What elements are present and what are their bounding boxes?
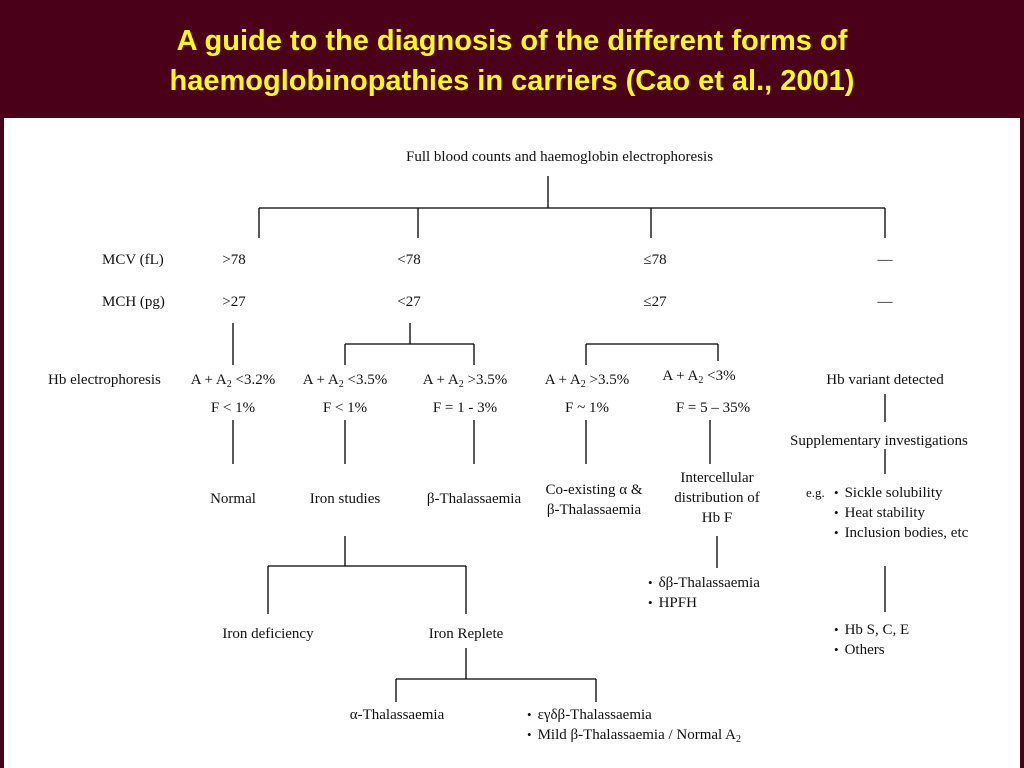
mch-value: >27 bbox=[222, 294, 246, 310]
hb-result-3: A + A2 >3.5% bbox=[412, 370, 518, 390]
alpha-thalassaemia: α-Thalassaemia bbox=[349, 707, 445, 723]
list-item-text: δβ-Thalassaemia bbox=[658, 575, 760, 591]
outcome-coexisting-line1: Co-existing α & bbox=[545, 482, 643, 498]
list-item-text: Heat stability bbox=[844, 505, 925, 521]
list-item-text: Sickle solubility bbox=[844, 485, 943, 501]
bullet-icon: • bbox=[648, 575, 653, 590]
hb-result-text: <3.2% bbox=[231, 372, 276, 388]
list-item-text: Mild β-Thalassaemia / Normal A bbox=[537, 727, 736, 743]
eg-label: e.g. bbox=[806, 485, 825, 500]
outcome-iron-studies: Iron studies bbox=[309, 491, 381, 507]
mch-value: ≤27 bbox=[643, 294, 667, 310]
list-item-text: Inclusion bodies, etc bbox=[844, 525, 969, 541]
list-item-text: Others bbox=[844, 642, 885, 658]
title-bar: A guide to the diagnosis of the differen… bbox=[0, 0, 1024, 118]
hb-result-text: A + A bbox=[190, 372, 227, 388]
hb-f-1: F < 1% bbox=[210, 400, 256, 416]
bullet-icon: • bbox=[834, 642, 839, 657]
list-item: • Hb S, C, E bbox=[834, 620, 909, 640]
hb-result-text: <3.5% bbox=[343, 372, 388, 388]
row-label-hb: Hb electrophoresis bbox=[48, 372, 161, 388]
outcome-normal: Normal bbox=[210, 491, 256, 507]
hb-result-text: A + A bbox=[662, 368, 699, 384]
hbf-list: • δβ-Thalassaemia • HPFH bbox=[648, 573, 760, 613]
hb-f-5: F = 5 – 35% bbox=[675, 400, 751, 416]
flowchart-panel: Full blood counts and haemoglobin electr… bbox=[4, 118, 1020, 768]
variant-list: • Hb S, C, E • Others bbox=[834, 620, 909, 660]
iron-deficiency: Iron deficiency bbox=[222, 626, 314, 642]
list-item-text: HPFH bbox=[658, 595, 697, 611]
hb-f-4: F ~ 1% bbox=[565, 400, 609, 416]
mcv-value: <78 bbox=[397, 252, 421, 268]
hb-result-text: A + A bbox=[302, 372, 339, 388]
outcome-coexisting-line2: β-Thalassaemia bbox=[546, 502, 642, 518]
list-item: • δβ-Thalassaemia bbox=[648, 573, 760, 593]
list-item-text: εγδβ-Thalassaemia bbox=[537, 707, 652, 723]
subscript: 2 bbox=[226, 379, 232, 390]
list-item-text: Hb S, C, E bbox=[844, 622, 910, 638]
mch-value: — bbox=[877, 294, 893, 310]
mcv-value: >78 bbox=[222, 252, 246, 268]
subscript: 2 bbox=[735, 734, 741, 745]
hb-result-text: A + A bbox=[544, 372, 581, 388]
row-label-mch: MCH (pg) bbox=[102, 294, 165, 310]
row-label-mcv: MCV (fL) bbox=[102, 252, 164, 268]
list-item: • HPFH bbox=[648, 593, 760, 613]
outcome-beta-thal: β-Thalassaemia bbox=[426, 491, 522, 507]
outcome-intercellular-line3: Hb F bbox=[701, 510, 733, 526]
subscript: 2 bbox=[458, 379, 464, 390]
list-item: • εγδβ-Thalassaemia bbox=[527, 705, 741, 725]
hb-result-2: A + A2 <3.5% bbox=[292, 370, 398, 390]
supplementary-list: • Sickle solubility • Heat stability • Incl… bbox=[834, 483, 968, 543]
mcv-value: ≤78 bbox=[643, 252, 667, 268]
bullet-icon: • bbox=[834, 622, 839, 637]
bullet-icon: • bbox=[527, 707, 532, 722]
mcv-value: — bbox=[877, 252, 893, 268]
bullet-icon: • bbox=[834, 525, 839, 540]
hb-f-3: F = 1 - 3% bbox=[432, 400, 498, 416]
subscript: 2 bbox=[698, 375, 704, 386]
bullet-icon: • bbox=[527, 727, 532, 742]
hb-f-2: F < 1% bbox=[322, 400, 368, 416]
page-title-line-1: A guide to the diagnosis of the differen… bbox=[176, 25, 848, 57]
subscript: 2 bbox=[580, 379, 586, 390]
hb-result-text: >3.5% bbox=[585, 372, 630, 388]
subscript: 2 bbox=[338, 379, 344, 390]
root-node: Full blood counts and haemoglobin electr… bbox=[406, 149, 714, 165]
flowchart-connectors bbox=[232, 176, 886, 702]
list-item: • Others bbox=[834, 640, 909, 660]
mch-value: <27 bbox=[397, 294, 421, 310]
bullet-icon: • bbox=[648, 595, 653, 610]
bullet-icon: • bbox=[834, 485, 839, 500]
hb-result-1: A + A2 <3.2% bbox=[180, 370, 286, 390]
hb-variant-detected: Hb variant detected bbox=[826, 372, 944, 388]
list-item: • Sickle solubility bbox=[834, 483, 968, 503]
list-item: • Inclusion bodies, etc bbox=[834, 523, 968, 543]
hb-result-text: <3% bbox=[703, 368, 736, 384]
list-item: • Mild β-Thalassaemia / Normal A2 bbox=[527, 725, 741, 745]
hb-result-text: >3.5% bbox=[463, 372, 508, 388]
bullet-icon: • bbox=[834, 505, 839, 520]
supplementary-investigations: Supplementary investigations bbox=[790, 433, 968, 449]
list-item: • Heat stability bbox=[834, 503, 968, 523]
hb-result-5: A + A2 <3% bbox=[646, 366, 752, 386]
hb-result-4: A + A2 >3.5% bbox=[534, 370, 640, 390]
outcome-intercellular-line1: Intercellular bbox=[680, 470, 754, 486]
iron-replete: Iron Replete bbox=[428, 626, 504, 642]
iron-replete-list: • εγδβ-Thalassaemia • Mild β-Thalassaemia … bbox=[527, 705, 741, 745]
outcome-intercellular-line2: distribution of bbox=[674, 490, 760, 506]
hb-result-text: A + A bbox=[422, 372, 459, 388]
page-title-line-2: haemoglobinopathies in carriers (Cao et … bbox=[169, 65, 855, 97]
